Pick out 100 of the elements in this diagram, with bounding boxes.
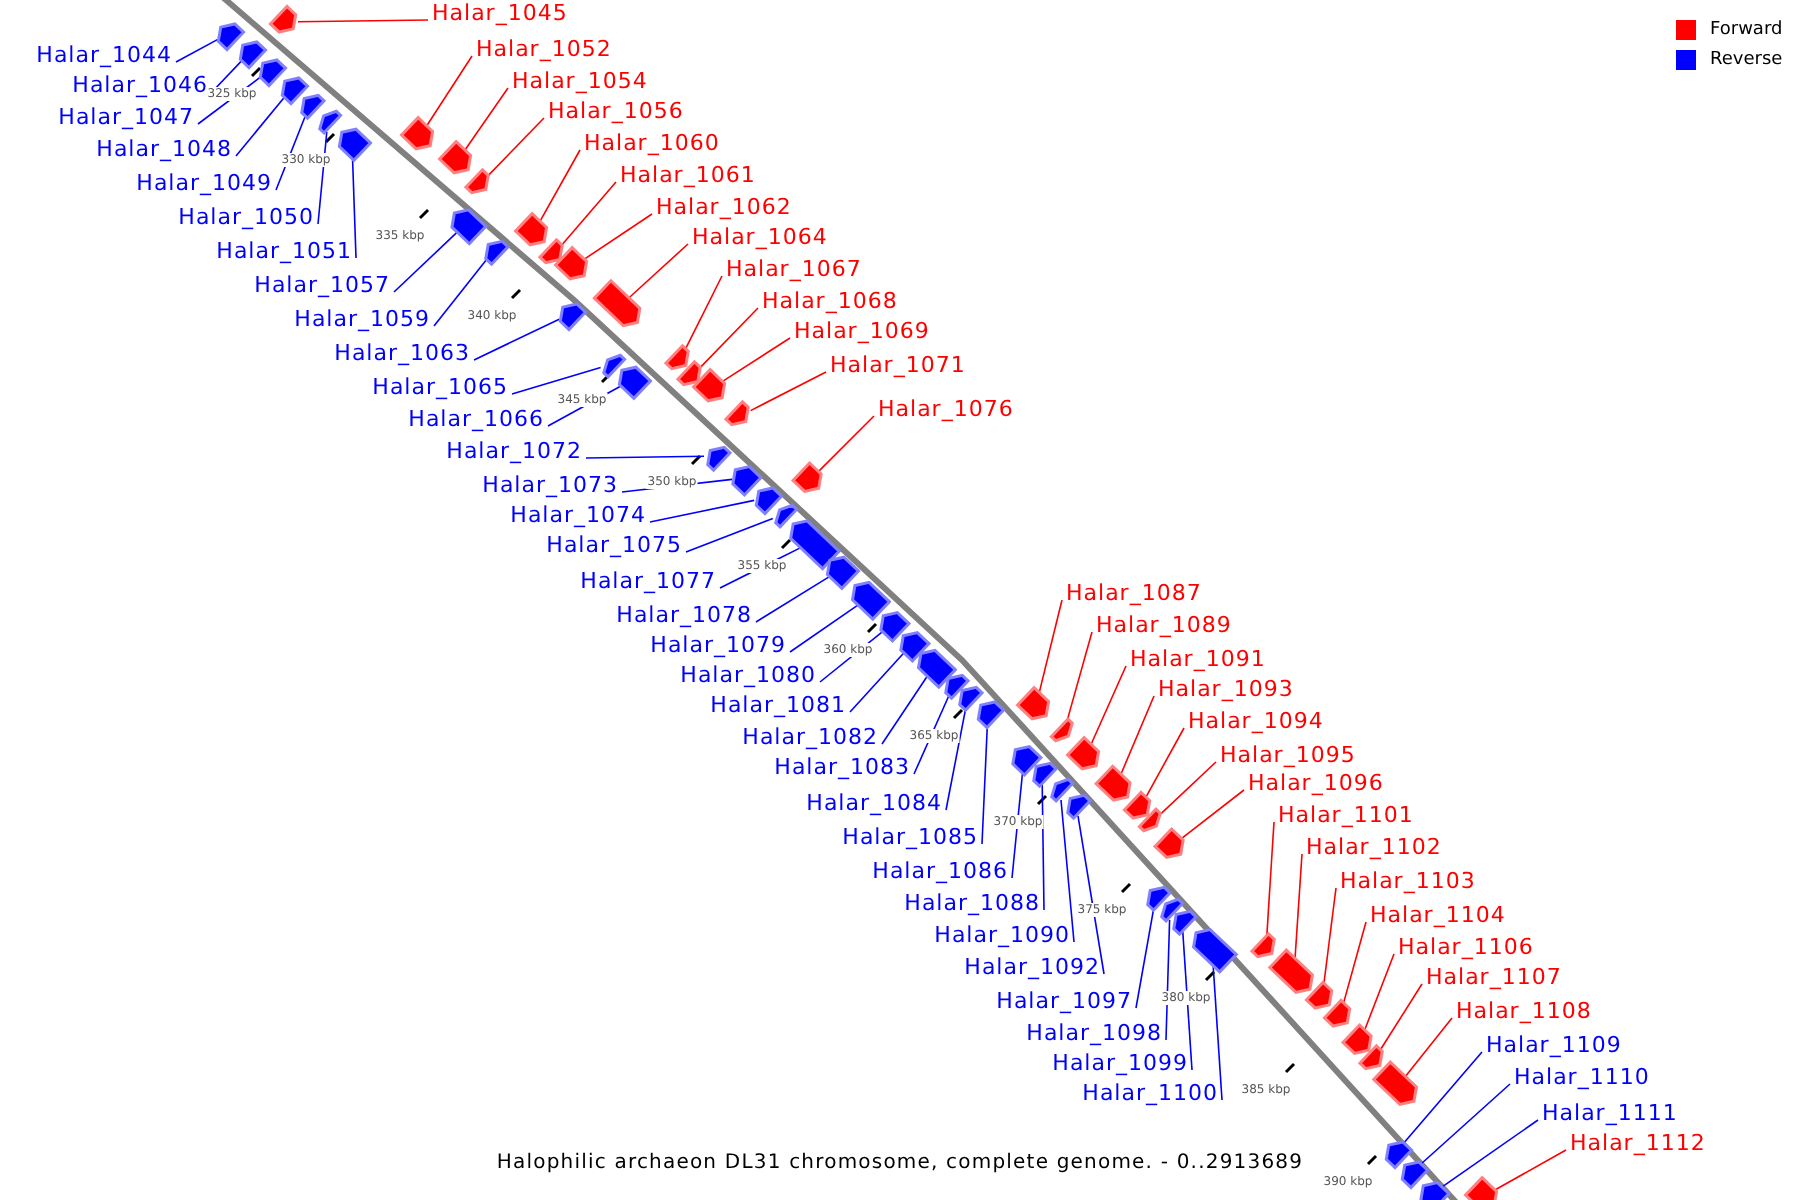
leader-line [628, 243, 689, 299]
gene-label: Halar_1077 [580, 568, 716, 596]
leader-line [425, 55, 473, 127]
gene-block [437, 139, 473, 175]
gene-label: Halar_1095 [1220, 742, 1356, 770]
leader-line [945, 707, 967, 811]
gene-block [899, 630, 932, 664]
gene-block [723, 399, 750, 427]
gene-block [944, 673, 971, 701]
caption: Halophilic archaeon DL31 chromosome, complete genome. - 0..2913689 [496, 1152, 1304, 1174]
leader-line [1182, 931, 1193, 1071]
gene-label: Halar_1068 [762, 288, 898, 316]
gene-block [399, 115, 435, 151]
gene-block [238, 40, 268, 70]
leader-line [1322, 887, 1337, 987]
gene-label: Halar_1061 [620, 162, 756, 190]
gene-label: Halar_1060 [584, 130, 720, 158]
gene-label: Halar_1074 [510, 502, 646, 530]
leader-line [433, 258, 488, 327]
gene-label: Halar_1075 [546, 532, 682, 560]
gene-label: Halar_1076 [878, 396, 1014, 424]
leader-line [1060, 799, 1075, 943]
gene-label: Halar_1085 [842, 824, 978, 852]
leader-line [585, 455, 705, 459]
leader-line [1403, 1051, 1483, 1144]
gene-label: Halar_1110 [1514, 1064, 1650, 1092]
gene-block [300, 93, 327, 121]
gene-block [617, 365, 653, 401]
leader-line [685, 517, 774, 553]
gene-label: Halar_1112 [1570, 1130, 1706, 1158]
leader-line [1379, 983, 1423, 1051]
gene-block [1340, 1022, 1373, 1056]
legend-label: Reverse [1710, 50, 1783, 72]
gene-block [537, 237, 564, 265]
leader-line [1038, 599, 1063, 696]
gene-label: Halar_1049 [136, 170, 272, 198]
gene-block [1267, 948, 1315, 994]
leader-line [755, 575, 831, 623]
gene-block [1371, 1060, 1419, 1106]
gene-block [1146, 885, 1173, 913]
gene-block [602, 353, 627, 379]
gene-label: Halar_1054 [512, 68, 648, 96]
gene-label: Halar_1097 [996, 988, 1132, 1016]
gene-label: Halar_1064 [692, 224, 828, 252]
leader-line [913, 694, 950, 775]
gene-block [558, 302, 588, 332]
gene-label: Halar_1104 [1370, 902, 1506, 930]
leader-line [1077, 815, 1105, 975]
leader-line [981, 723, 989, 845]
gene-block [675, 359, 702, 387]
gene-block [1032, 761, 1059, 789]
gene-block [789, 519, 842, 571]
gene-block [1304, 980, 1334, 1010]
gene-label: Halar_1102 [1306, 834, 1442, 862]
gene-block [1065, 735, 1101, 771]
gene-label: Halar_1089 [1096, 612, 1232, 640]
gene-block [663, 343, 690, 371]
gene-block [1066, 793, 1093, 821]
gene-block [706, 445, 733, 473]
gene-label: Halar_1072 [446, 438, 582, 466]
gene-block [463, 167, 490, 195]
leader-line [487, 117, 545, 177]
gene-label: Halar_1090 [934, 922, 1070, 950]
gene-label: Halar_1051 [216, 238, 352, 266]
leader-line [649, 499, 755, 523]
leader-line [1404, 1017, 1453, 1078]
gene-block [1160, 897, 1185, 923]
leader-line [464, 87, 509, 151]
leader-line [1493, 1149, 1567, 1191]
gene-block [1172, 909, 1199, 937]
gene-block [280, 76, 310, 106]
gene-label: Halar_1073 [482, 472, 618, 500]
gene-label: Halar_1062 [656, 194, 792, 222]
gene-block [1249, 931, 1276, 959]
leader-line [235, 96, 286, 157]
gene-label: Halar_1108 [1456, 998, 1592, 1026]
gene-label: Halar_1106 [1398, 934, 1534, 962]
gene-block [553, 245, 589, 281]
leader-line [1342, 921, 1367, 1006]
gene-block [1357, 1043, 1384, 1071]
gene-block [879, 610, 912, 644]
leader-line [1441, 1119, 1539, 1188]
gene-label: Halar_1092 [964, 954, 1100, 982]
gene-label: Halar_1087 [1066, 580, 1202, 608]
gene-label: Halar_1066 [408, 406, 544, 434]
leader-line [473, 318, 560, 361]
gene-label: Halar_1099 [1052, 1050, 1188, 1078]
leader-line [1090, 665, 1127, 746]
leader-line [1165, 919, 1171, 1041]
gene-block [337, 127, 373, 163]
leader-line [175, 38, 219, 63]
gene-block [513, 211, 549, 247]
gene-label: Halar_1047 [58, 104, 194, 132]
gene-block [976, 700, 1006, 730]
gene-block [592, 278, 642, 328]
leader-line [699, 307, 759, 369]
gene-label: Halar_1091 [1130, 646, 1266, 674]
gene-block [1400, 1160, 1430, 1190]
leader-line [1135, 907, 1155, 1009]
gene-label: Halar_1094 [1188, 708, 1324, 736]
